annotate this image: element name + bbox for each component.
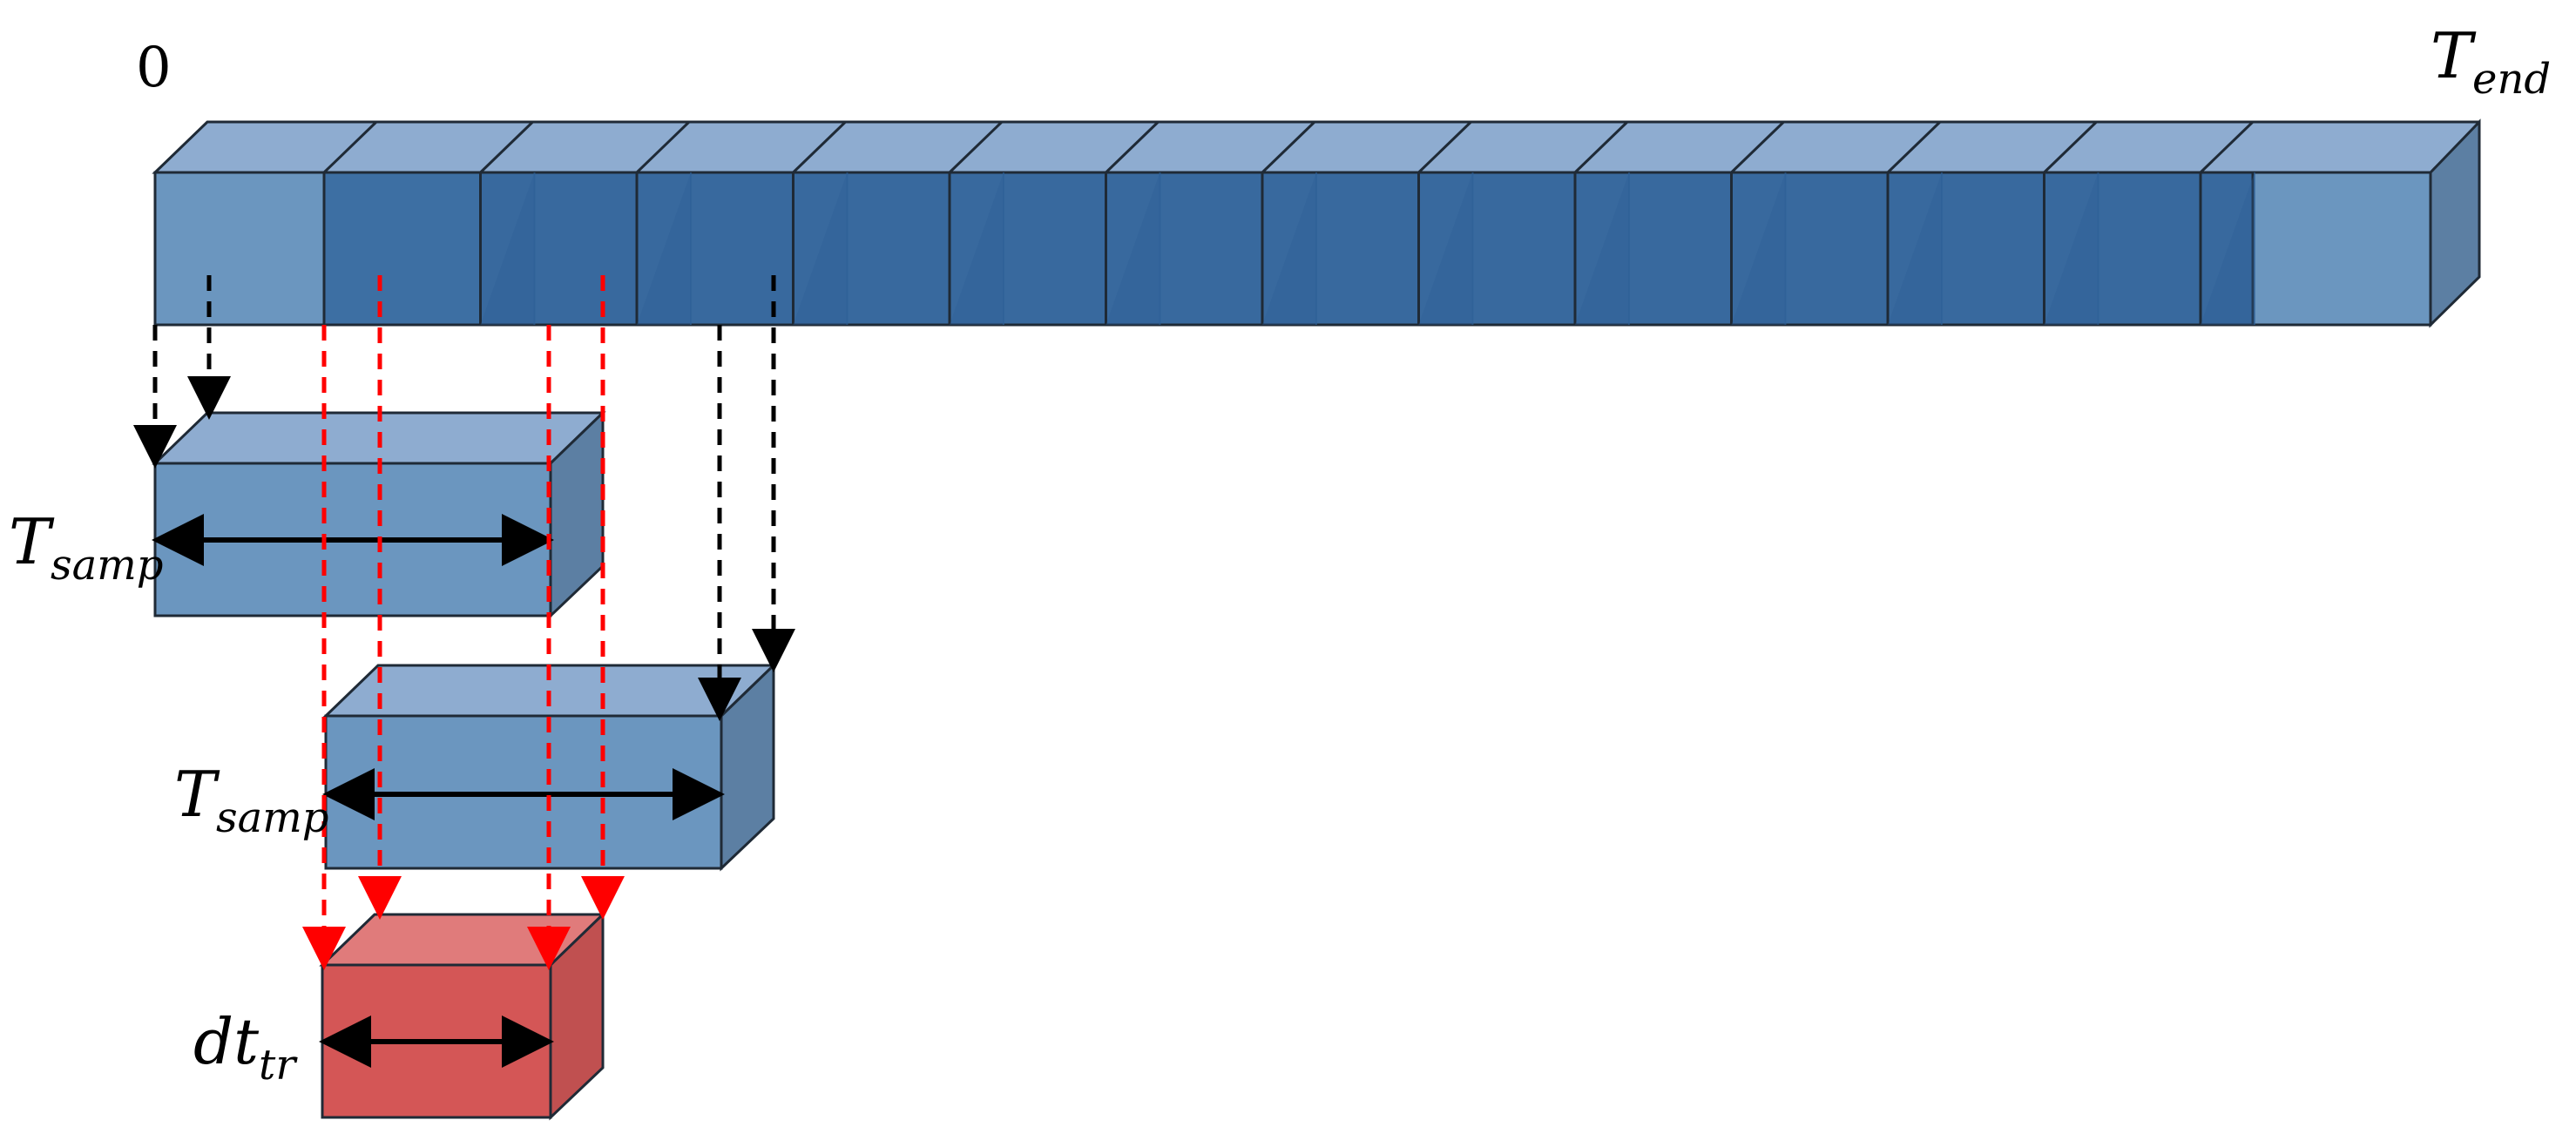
timeline-segment — [792, 171, 951, 327]
timeline-segment — [1417, 171, 1577, 327]
time-start-label: 0 — [136, 36, 172, 100]
timeline-segment — [1730, 171, 1890, 327]
timeline-segment-overlap-shade — [1105, 172, 1160, 325]
timeline-top-face — [152, 120, 2481, 174]
timeline-segment-top-edge — [948, 120, 1004, 174]
timeline-segment-top-edge — [2043, 120, 2098, 174]
timeline-segment-overlap-shade — [950, 172, 1004, 325]
timeline-segment-overlap-shade — [1262, 172, 1316, 325]
timeline-segment — [1261, 171, 1420, 327]
timeline-segment — [1105, 171, 1264, 327]
timeline-segment-overlap-shade — [2201, 172, 2255, 325]
timeline-segment — [2199, 171, 2255, 327]
timeline-segment-overlap-shade — [1575, 172, 1629, 325]
timeline-segments — [322, 120, 2255, 327]
timeline-segment — [635, 171, 794, 327]
red-dashed-arrows — [302, 275, 625, 970]
timeline-segment-top-edge — [1417, 120, 1472, 174]
timeline-segment-overlap-shade — [793, 172, 848, 325]
timeline-segment-top-edge — [1261, 120, 1316, 174]
window-2-duration-label: Tsamp — [174, 758, 329, 843]
overlap-box — [319, 911, 606, 1121]
timeline-segment — [1886, 171, 2045, 327]
timeline-segment-top-edge — [1105, 120, 1160, 174]
timeline-segment-top-edge — [322, 120, 378, 174]
timeline-segment-top-edge — [1730, 120, 1785, 174]
black-dashed-arrows — [133, 275, 795, 721]
overlap-duration-label: dttr — [193, 1005, 296, 1090]
timeline-segment-overlap-shade — [1418, 172, 1473, 325]
timeline-segment-top-edge — [635, 120, 691, 174]
window-1-duration-label: Tsamp — [9, 505, 164, 590]
timeline-segment-overlap-shade — [637, 172, 691, 325]
timeline-segment-overlap-shade — [1731, 172, 1786, 325]
timeline-segment-overlap-shade — [2044, 172, 2099, 325]
timeline-segment-top-edge — [1886, 120, 1942, 174]
timeline-segment — [1573, 171, 1733, 327]
timeline-segment-top-edge — [792, 120, 847, 174]
timeline-segment-top-edge — [2199, 120, 2255, 174]
timeline-segment-top-edge — [479, 120, 534, 174]
timeline-segment-overlap-shade — [1888, 172, 1942, 325]
time-end-label: Tend — [2431, 19, 2552, 105]
timeline-bar — [152, 118, 2481, 328]
timeline-segment-overlap-shade — [480, 172, 535, 325]
timeline-segment — [322, 171, 482, 327]
timeline-segment — [479, 171, 639, 327]
timeline-segment-top-edge — [1573, 120, 1629, 174]
timeline-segment — [2043, 171, 2202, 327]
